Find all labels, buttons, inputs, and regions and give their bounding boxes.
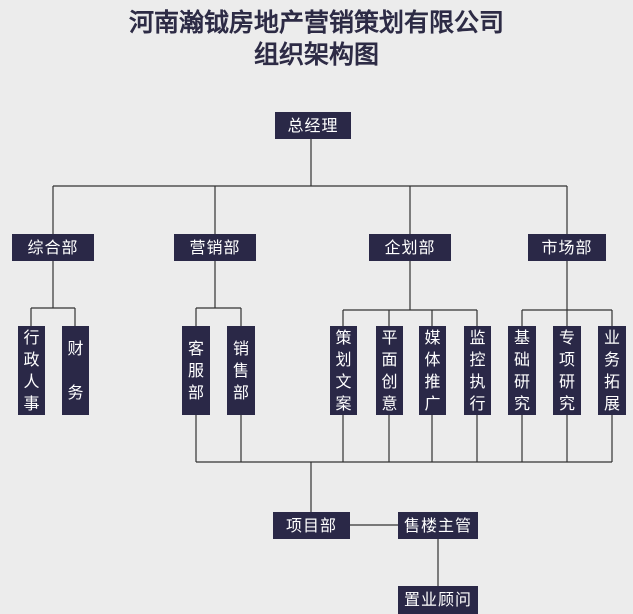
char: 部	[232, 382, 249, 402]
char: 人	[23, 371, 40, 391]
node-yewu-tuozhan: 业 务 拓 展	[598, 326, 626, 415]
char: 政	[23, 349, 40, 369]
node-general-manager: 总经理	[275, 112, 351, 139]
node-zhuanxiang-yanjiu: 专 项 研 究	[553, 326, 581, 415]
char: 行	[23, 327, 40, 347]
char: 服	[187, 360, 204, 380]
char: 平	[381, 327, 398, 347]
char: 策	[335, 327, 352, 347]
char: 售	[232, 360, 249, 380]
char: 推	[424, 371, 441, 391]
char: 础	[513, 349, 530, 369]
node-dept-yingxiao: 营销部	[174, 234, 256, 261]
char: 拓	[603, 371, 620, 391]
char: 展	[603, 393, 620, 413]
char: 划	[335, 349, 352, 369]
char: 创	[381, 371, 398, 391]
node-pingmian-chuangyi: 平 面 创 意	[376, 326, 403, 415]
char: 销	[232, 338, 249, 358]
chart-subtitle: 组织架构图	[253, 40, 379, 69]
char: 务	[603, 349, 620, 369]
node-jiankong-zhixing: 监 控 执 行	[464, 326, 491, 415]
node-dept-qihua: 企划部	[369, 234, 451, 261]
node-project-dept: 项目部	[273, 512, 350, 539]
char: 务	[67, 382, 84, 402]
char: 体	[424, 349, 441, 369]
char: 研	[513, 371, 530, 391]
node-xiaoshou: 销 售 部	[227, 326, 255, 415]
char: 面	[381, 349, 398, 369]
char: 意	[381, 393, 398, 413]
char	[73, 360, 78, 382]
node-consultant: 置业顾问	[398, 586, 478, 614]
node-jichu-yanjiu: 基 础 研 究	[508, 326, 536, 415]
char: 控	[469, 349, 486, 369]
node-dept-shichang: 市场部	[528, 234, 606, 261]
node-cehua-wenan: 策 划 文 案	[330, 326, 357, 415]
char: 案	[335, 393, 352, 413]
char: 财	[67, 338, 84, 358]
char: 究	[513, 393, 530, 413]
node-kefu: 客 服 部	[182, 326, 210, 415]
char: 项	[558, 349, 575, 369]
char: 监	[469, 327, 486, 347]
char: 广	[424, 393, 441, 413]
node-dept-zonghe: 综合部	[12, 234, 94, 261]
node-meiti-tuiguang: 媒 体 推 广	[419, 326, 446, 415]
node-sales-manager: 售楼主管	[398, 512, 478, 539]
char: 行	[469, 393, 486, 413]
char: 执	[469, 371, 486, 391]
char: 研	[558, 371, 575, 391]
char: 部	[187, 382, 204, 402]
char: 究	[558, 393, 575, 413]
char: 专	[558, 327, 575, 347]
node-xingzheng-renshi: 行 政 人 事	[18, 326, 45, 415]
char: 媒	[424, 327, 441, 347]
char: 客	[187, 338, 204, 358]
char: 业	[603, 327, 620, 347]
chart-title: 河南瀚钺房地产营销策划有限公司	[128, 8, 504, 37]
char: 事	[23, 393, 40, 413]
char: 基	[513, 327, 530, 347]
char: 文	[335, 371, 352, 391]
node-caiwu: 财 务	[62, 326, 89, 415]
